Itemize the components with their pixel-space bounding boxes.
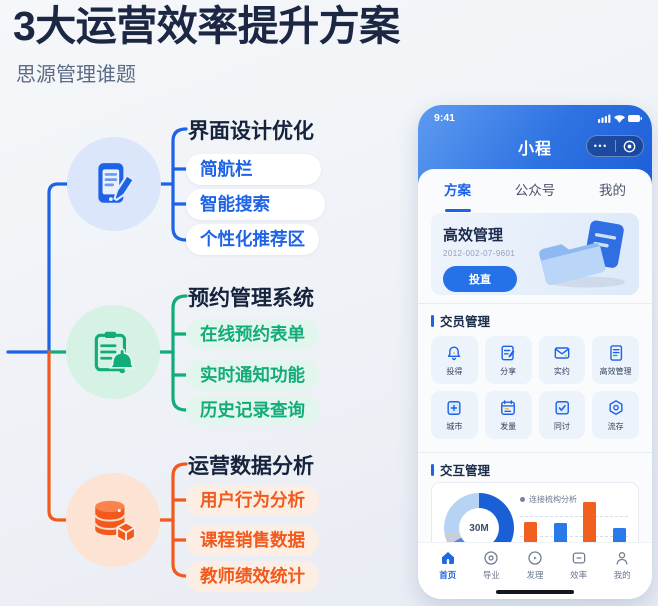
tab-plans[interactable]: 方案	[444, 179, 471, 212]
bell-icon	[444, 343, 464, 363]
mini-bar	[524, 522, 537, 542]
branch-node-booking	[66, 305, 160, 399]
mini-bar	[583, 502, 597, 542]
section-accent-bar	[431, 463, 434, 476]
branch-item: 简航栏	[186, 154, 321, 185]
app-tile[interactable]: 同讨	[538, 391, 586, 439]
app-tile[interactable]: 流存	[592, 391, 639, 439]
branch-item: 个性化推荐区	[186, 224, 319, 255]
mini-program-title: 小程	[517, 141, 552, 158]
app-tile[interactable]: 投得	[431, 336, 478, 384]
branch-item: 教师绩效统计	[186, 561, 319, 592]
section-interaction: 交互管理	[431, 460, 490, 479]
branch-node-analytics	[66, 473, 160, 567]
section-members: 交员管理	[431, 311, 490, 330]
note-edit-icon	[498, 343, 518, 363]
gridline	[520, 516, 628, 517]
app-grid: 投得 分享 实约 高效管理 城市	[431, 336, 639, 439]
tab-official[interactable]: 公众号	[514, 183, 556, 198]
divider	[418, 303, 652, 304]
bottom-tab-bar: 首页 导业 发理 效率 我的	[418, 542, 652, 599]
tabbar-manage[interactable]: 发理	[513, 549, 557, 599]
tabbar-home[interactable]: 首页	[426, 549, 470, 599]
app-tile[interactable]: 高效管理	[592, 336, 639, 384]
branch-item: 历史记录查询	[186, 395, 319, 426]
capsule-menu[interactable]: •••	[586, 135, 644, 157]
active-tab-underline	[444, 209, 471, 212]
app-tile[interactable]: 实约	[538, 336, 586, 384]
home-icon	[439, 549, 457, 567]
branch-item: 智能搜索	[186, 189, 325, 220]
calendar-icon	[498, 398, 518, 418]
branch-item: 用户行为分析	[186, 485, 319, 516]
branch-item: 课程销售数据	[186, 525, 319, 556]
wifi-icon	[614, 114, 625, 123]
content-sheet: 方案 公众号 我的 高效管理 2012-002-07-9601 投直	[418, 169, 652, 599]
mini-bar	[612, 528, 626, 542]
mini-bar-chart	[524, 500, 626, 542]
tabbar-mine[interactable]: 我的	[600, 549, 644, 599]
document-icon	[606, 343, 626, 363]
database-cube-icon	[88, 495, 138, 545]
branch-item: 实时通知功能	[186, 360, 319, 391]
tabbar-guide[interactable]: 导业	[470, 549, 514, 599]
status-icons	[598, 113, 642, 124]
battery-icon	[628, 114, 640, 122]
status-time: 9:41	[434, 112, 456, 124]
promo-code: 2012-002-07-9601	[443, 249, 516, 258]
tabbar-efficiency[interactable]: 效率	[557, 549, 601, 599]
mail-icon	[552, 343, 572, 363]
donut-center-label: 30M	[459, 508, 499, 548]
home-indicator	[496, 589, 574, 594]
hexagon-icon	[606, 398, 626, 418]
section-accent-bar	[431, 314, 434, 327]
branch-item: 在线预约表单	[186, 319, 319, 350]
clipboard-bell-icon	[88, 327, 138, 377]
promo-card[interactable]: 高效管理 2012-002-07-9601 投直	[431, 213, 639, 295]
page-subtitle: 思源管理谁题	[16, 64, 136, 86]
signal-icon	[598, 118, 601, 123]
more-dots-icon[interactable]: •••	[593, 141, 608, 151]
chat-icon	[570, 549, 588, 567]
phone-mockup: 9:41 小程 •••	[418, 105, 652, 599]
promo-title: 高效管理	[443, 227, 504, 244]
close-target-icon[interactable]	[616, 140, 644, 153]
status-bar: 9:41	[434, 112, 642, 124]
phone-edit-icon	[89, 159, 139, 209]
legend-dot-icon	[520, 497, 525, 502]
mini-bar	[553, 523, 567, 542]
plus-box-icon	[444, 398, 464, 418]
branch-node-ui	[67, 137, 161, 231]
user-icon	[613, 549, 631, 567]
gridline	[520, 536, 628, 537]
branch-title-analytics: 运营数据分析	[188, 455, 314, 478]
promo-button[interactable]: 投直	[443, 266, 517, 292]
top-tabs: 方案 公众号 我的	[418, 169, 652, 212]
app-tile[interactable]: 分享	[484, 336, 532, 384]
page-title: 3大运营效率提升方案	[13, 3, 400, 49]
play-circle-icon	[526, 549, 544, 567]
compass-icon	[482, 549, 500, 567]
branch-title-booking: 预约管理系统	[188, 287, 314, 310]
app-tile[interactable]: 发量	[484, 391, 532, 439]
folders-illustration	[535, 219, 635, 289]
checkbox-icon	[552, 398, 572, 418]
tab-mine[interactable]: 我的	[599, 183, 626, 198]
divider	[418, 452, 652, 453]
chart-legend: 连接梳构分析	[520, 494, 577, 505]
capsule-divider	[614, 140, 616, 152]
app-tile[interactable]: 城市	[431, 391, 478, 439]
branch-title-ui: 界面设计优化	[188, 120, 314, 143]
